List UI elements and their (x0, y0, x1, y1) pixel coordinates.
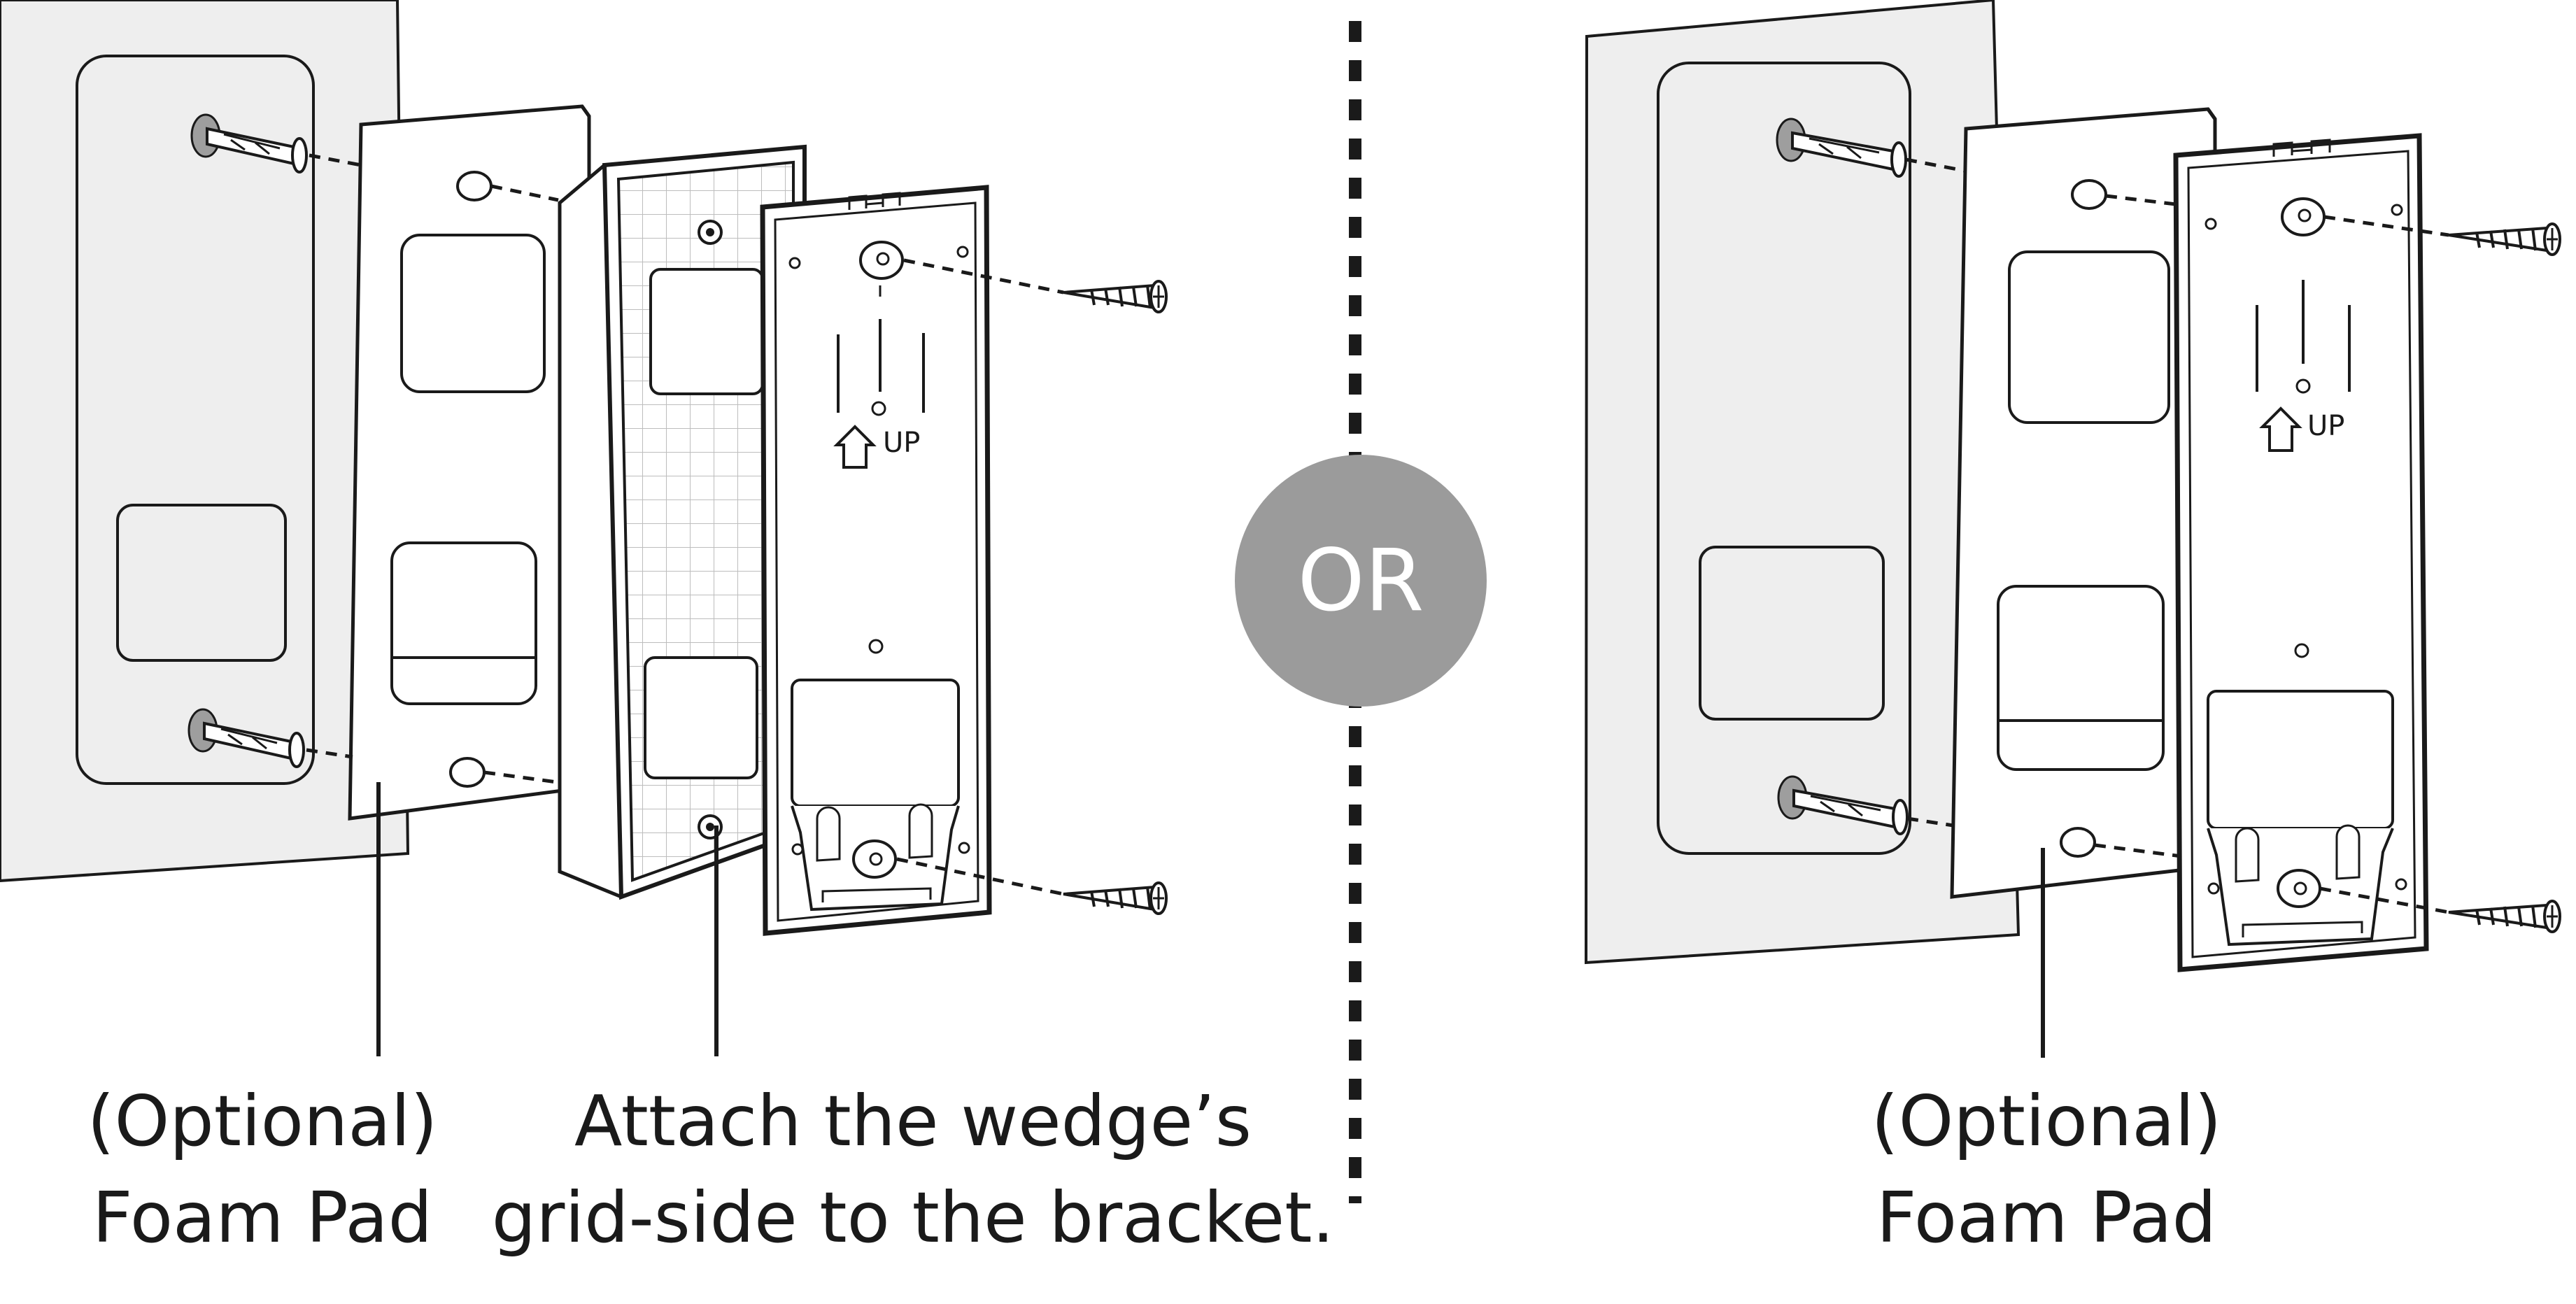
or-divider: OR (1235, 21, 1487, 1203)
screw-icon (2448, 900, 2561, 933)
caption-line: (Optional) (1871, 1080, 2222, 1162)
alignment-lines (306, 153, 1064, 896)
caption-line: Attach the wedge’s (574, 1080, 1252, 1162)
wall-anchor-icon (1777, 775, 1909, 835)
foam-pad-caption-left: (Optional) Foam Pad (56, 1073, 469, 1266)
mounting-bracket: UP (760, 185, 992, 936)
foam-pad-caption-right: (Optional) Foam Pad (1840, 1073, 2253, 1266)
screw-icon (2448, 222, 2561, 256)
up-label: UP (2307, 410, 2344, 442)
wall-anchor-icon (190, 113, 308, 173)
wall-anchor-icon (1776, 118, 1907, 178)
wall-panel (1584, 0, 2021, 965)
screw-icon (1063, 881, 1168, 915)
caption-line: grid-side to the bracket. (491, 1177, 1335, 1259)
foam-pad (1950, 107, 2217, 899)
mounting-bracket: UP (2173, 133, 2429, 972)
or-label: OR (1298, 531, 1424, 630)
caption-line: Foam Pad (92, 1177, 433, 1259)
caption-line: Foam Pad (1876, 1177, 2217, 1259)
wedge (558, 144, 807, 900)
left-assembly: UP (0, 0, 1168, 1056)
up-label: UP (883, 427, 920, 459)
wedge-caption: Attach the wedge’s grid-side to the brac… (490, 1073, 1336, 1266)
wall-anchor-icon (187, 708, 305, 768)
alignment-lines (1905, 157, 2449, 914)
right-assembly: UP (1584, 0, 2561, 1058)
screw-icon (1063, 280, 1168, 313)
wall-panel (0, 0, 410, 883)
foam-pad (348, 104, 591, 821)
caption-line: (Optional) (87, 1080, 438, 1162)
or-badge (1235, 455, 1487, 707)
